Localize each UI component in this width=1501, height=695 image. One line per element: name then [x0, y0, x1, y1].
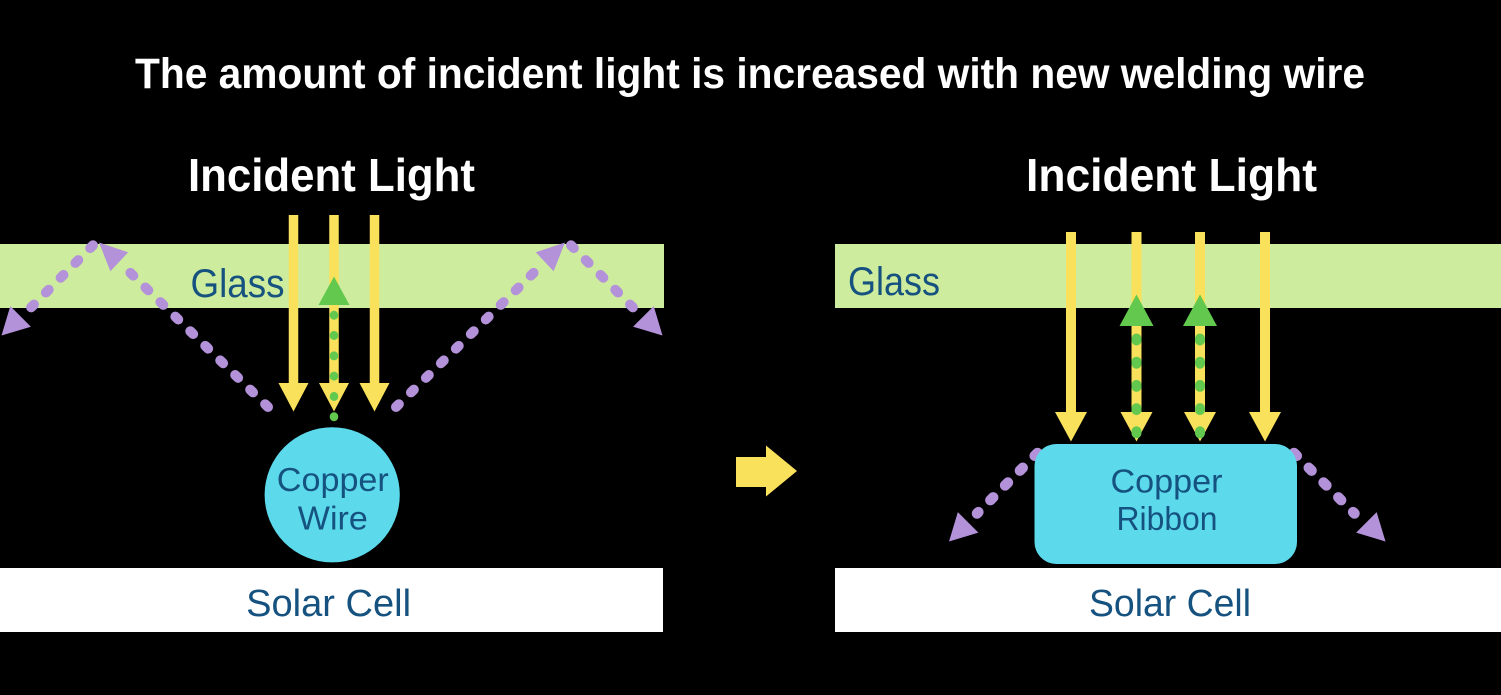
- svg-text:Solar Cell: Solar Cell: [1089, 583, 1251, 625]
- svg-text:Wire: Wire: [298, 500, 368, 537]
- svg-text:Copper: Copper: [1111, 463, 1223, 500]
- svg-text:Incident Light: Incident Light: [1026, 149, 1317, 201]
- svg-text:Glass: Glass: [848, 260, 940, 304]
- svg-text:Solar Cell: Solar Cell: [246, 583, 411, 625]
- svg-text:Ribbon: Ribbon: [1117, 500, 1218, 537]
- svg-text:The amount of incident light i: The amount of incident light is increase…: [135, 51, 1365, 98]
- svg-text:Copper: Copper: [277, 461, 389, 498]
- svg-text:Incident Light: Incident Light: [188, 149, 475, 201]
- svg-text:Glass: Glass: [191, 262, 285, 306]
